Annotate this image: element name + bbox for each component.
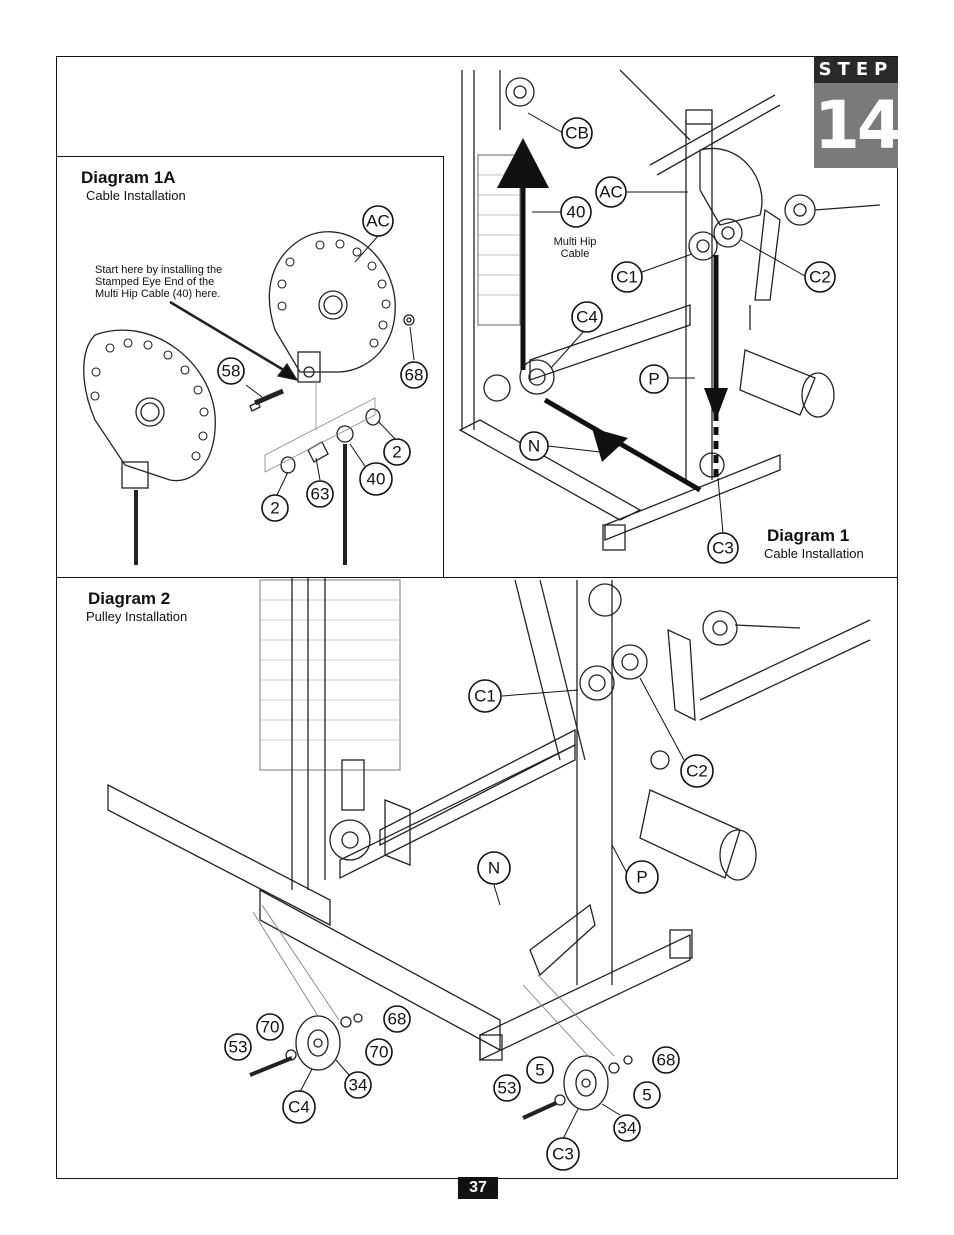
svg-text:C1: C1 [616,268,638,287]
svg-text:34: 34 [349,1076,368,1095]
svg-text:5: 5 [642,1086,651,1105]
svg-text:68: 68 [405,366,424,385]
callout-53-c4: 53 [224,1033,252,1061]
svg-text:40: 40 [567,203,586,222]
cable-label-line: Cable [560,248,590,260]
callouts-diagram-1: CB 40 AC C1 C2 C4 P N C3 [519,117,836,564]
callout-63: 63 [306,480,334,508]
callout-40: 40 [560,196,592,228]
callout-n: N [519,431,549,461]
callout-c2: C2 [680,754,714,788]
note-line: Start here by installing the [95,264,223,276]
svg-text:AC: AC [599,183,623,202]
callout-70-lower: 70 [365,1038,393,1066]
svg-text:68: 68 [388,1010,407,1029]
machine-frame-diagram-2 [107,578,871,1062]
callouts-diagram-2: C1 C2 N P 70 68 53 70 C4 34 5 68 53 5 34… [224,679,714,1171]
svg-text:C3: C3 [552,1145,574,1164]
svg-text:CB: CB [565,124,589,143]
step-number: 14 [814,87,903,164]
pulley-c4-exploded [249,1013,363,1077]
callout-34-c3: 34 [613,1114,641,1142]
svg-text:53: 53 [229,1038,248,1057]
callout-68: 68 [400,361,428,389]
callout-c3: C3 [546,1137,580,1171]
callout-c4: C4 [571,301,603,333]
callout-68-c4: 68 [383,1005,411,1033]
svg-text:C1: C1 [474,687,496,706]
callouts-diagram-1a: AC 58 68 40 2 63 2 [217,205,428,522]
svg-text:2: 2 [270,499,279,518]
callout-ac: AC [595,176,627,208]
callout-5-lower: 5 [633,1081,661,1109]
svg-text:53: 53 [498,1079,517,1098]
diagram-1a-title: Diagram 1A [81,168,176,187]
svg-text:AC: AC [366,212,390,231]
callout-cb: CB [561,117,593,149]
svg-text:C4: C4 [576,308,598,327]
callout-2-right: 2 [383,438,411,466]
plate-front-illustration [83,329,216,489]
svg-text:34: 34 [618,1119,637,1138]
callout-p: P [639,364,669,394]
callout-ac: AC [362,205,394,237]
callout-c1: C1 [611,261,643,293]
svg-text:68: 68 [657,1051,676,1070]
callout-58: 58 [217,357,245,385]
callout-p: P [625,860,659,894]
callout-c4: C4 [282,1090,316,1124]
svg-text:70: 70 [261,1018,280,1037]
callout-5-upper: 5 [526,1056,554,1084]
svg-text:P: P [648,370,659,389]
note-line: Stamped Eye End of the [95,276,215,288]
callout-2-left: 2 [261,494,289,522]
callout-70-upper: 70 [256,1013,284,1041]
pulley-c3-exploded [522,1055,633,1120]
svg-text:C3: C3 [712,539,734,558]
svg-text:5: 5 [535,1061,544,1080]
callout-c1: C1 [468,679,502,713]
svg-text:N: N [528,437,540,456]
diagram-1-subtitle: Cable Installation [764,546,864,561]
diagram-2-title: Diagram 2 [88,589,171,608]
callout-34-c4: 34 [344,1071,372,1099]
callout-c3: C3 [707,532,739,564]
svg-text:C2: C2 [809,268,831,287]
cable-label-line: Multi Hip [553,236,597,248]
svg-text:70: 70 [370,1043,389,1062]
callout-40: 40 [359,462,393,496]
svg-text:C4: C4 [288,1098,310,1117]
svg-text:40: 40 [367,470,386,489]
svg-text:63: 63 [311,485,330,504]
svg-text:N: N [488,859,500,878]
multi-hip-cable-label: Multi Hip Cable [540,236,610,260]
step-word: STEP [814,57,898,83]
note-line: Multi Hip Cable (40) here. [95,288,221,300]
svg-text:C2: C2 [686,762,708,781]
callout-68-c3: 68 [652,1046,680,1074]
page-number: 37 [458,1177,498,1199]
diagram-1a-subtitle: Cable Installation [86,188,186,203]
machine-frame-diagram-1 [458,69,881,551]
diagram-1-title: Diagram 1 [767,526,850,545]
callout-53-c3: 53 [493,1074,521,1102]
svg-text:58: 58 [222,362,241,381]
svg-text:2: 2 [392,443,401,462]
diagram-2-subtitle: Pulley Installation [86,609,188,624]
callout-c2: C2 [804,261,836,293]
plate-ac-illustration [268,231,396,383]
callout-n: N [477,851,511,885]
svg-text:P: P [636,868,647,887]
diagram-1a-note: Start here by installing the Stamped Eye… [95,264,265,300]
